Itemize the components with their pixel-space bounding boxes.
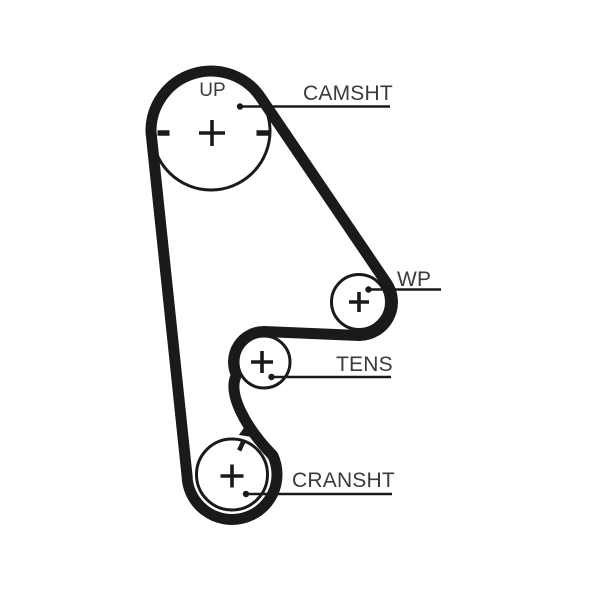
- crankshaft-plus-icon: [220, 464, 244, 488]
- water-pump-label: WP: [397, 268, 431, 291]
- camshaft-leader-dot: [236, 103, 244, 110]
- water-pump-leader-dot: [365, 286, 372, 293]
- crankshaft-leader-dot: [242, 490, 250, 498]
- rotation-arrow-dash: [237, 439, 246, 452]
- tensioner-plus-icon: [251, 351, 273, 373]
- camshaft-label: CAMSHT: [303, 82, 393, 105]
- rotation-arrow-icon: [238, 423, 250, 437]
- tensioner-label: TENS: [336, 353, 393, 376]
- tensioner-leader-dot: [268, 373, 275, 381]
- camshaft-plus-icon: [199, 120, 225, 146]
- up-label: UP: [199, 80, 225, 101]
- timing-belt-path: [145, 65, 398, 525]
- water-pump-pulley-circle: [330, 273, 388, 331]
- crankshaft-pulley-circle: [195, 437, 269, 512]
- crankshaft-label: CRANSHT: [292, 469, 395, 492]
- water-pump-plus-icon: [349, 292, 369, 312]
